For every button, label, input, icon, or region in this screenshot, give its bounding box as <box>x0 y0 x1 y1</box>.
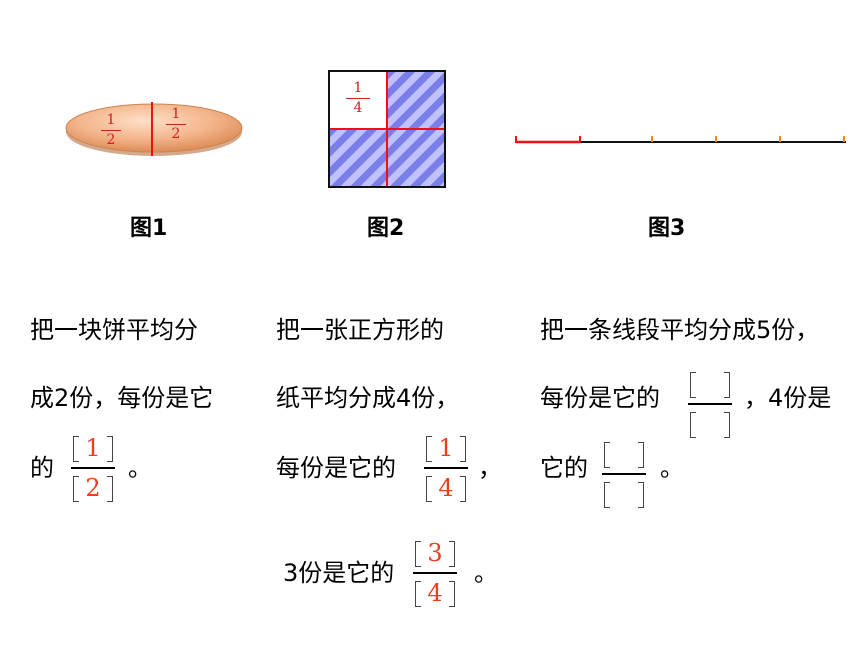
text2-line2: 纸平均分成4份， <box>276 384 460 412</box>
text3-line3-prefix: 它的 <box>540 454 588 482</box>
text2-line4-suffix: 。 <box>474 559 498 587</box>
segment-figure <box>515 136 846 144</box>
text2-answer-fraction: 1 4 <box>418 432 474 504</box>
text3-answer-fraction <box>682 368 738 440</box>
text3-line2-prefix: 每份是它的 <box>540 384 660 412</box>
text1-line3-prefix: 的 <box>30 454 54 482</box>
text1-line1: 把一块饼平均分 <box>30 316 198 344</box>
text1-answer-fraction: 1 2 <box>65 432 121 504</box>
figure1-caption: 图1 <box>130 216 168 241</box>
square-figure <box>328 70 446 188</box>
figure2-caption: 图2 <box>367 216 405 241</box>
text3-line1: 把一条线段平均分成5份， <box>540 316 820 344</box>
text2-line3-suffix: ， <box>478 454 502 482</box>
text3-line2-suffix: ，4份是 <box>744 384 832 412</box>
text3-line3-suffix: 。 <box>660 454 684 482</box>
text2-line1: 把一张正方形的 <box>276 316 444 344</box>
text2-line3-prefix: 每份是它的 <box>276 454 396 482</box>
text1-line3-suffix: 。 <box>128 454 152 482</box>
text1-line2: 成2份，每份是它 <box>30 384 214 412</box>
text3-answer2-fraction <box>596 438 652 510</box>
text2-answer2-fraction: 3 4 <box>407 537 463 609</box>
figure3-caption: 图3 <box>648 216 686 241</box>
text2-line4-prefix: 3份是它的 <box>283 559 395 587</box>
pancake-figure <box>65 102 243 156</box>
